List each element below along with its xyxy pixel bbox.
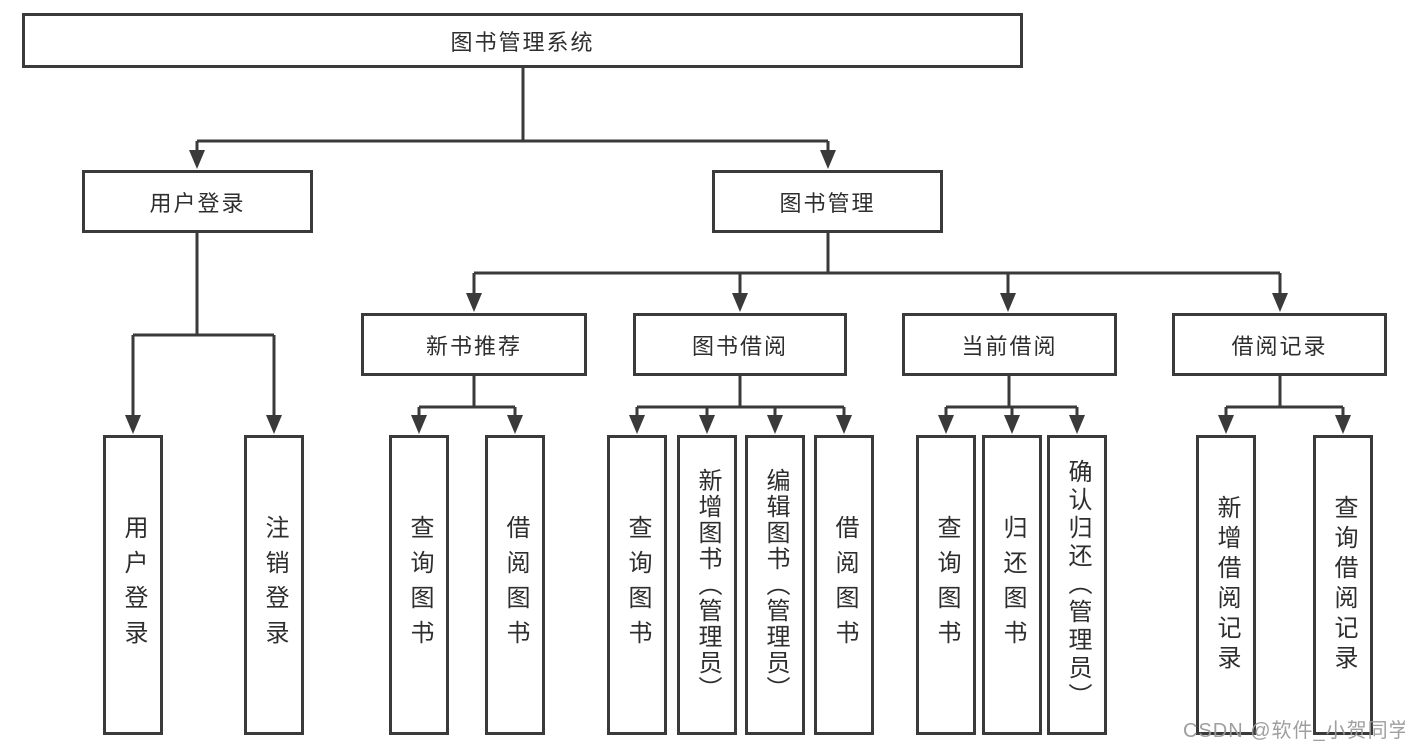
csdn-watermark: CSDN @软件_小贺同学 (1183, 720, 1405, 742)
leaf-query-books-borrowing: 查询图书 (607, 435, 667, 735)
node-current-borrowing: 当前借阅 (902, 313, 1117, 376)
leaf-logout: 注销登录 (244, 435, 304, 735)
node-new-book-recommendation: 新书推荐 (361, 313, 587, 376)
leaf-label: 确认归还（管理员） (1064, 459, 1091, 711)
leaf-borrow-books-recommend: 借阅图书 (485, 435, 545, 735)
leaf-query-books-current: 查询图书 (916, 435, 976, 735)
leaf-edit-books-admin: 编辑图书（管理员） (745, 435, 805, 735)
leaf-label: 用户登录 (120, 515, 147, 655)
leaf-label: 新增图书（管理员） (694, 468, 721, 702)
leaf-query-borrow-record: 查询借阅记录 (1313, 435, 1373, 735)
node-library-management-system: 图书管理系统 (22, 13, 1023, 68)
leaf-label: 归还图书 (999, 515, 1026, 655)
leaf-return-books: 归还图书 (982, 435, 1042, 735)
node-borrowing-records: 借阅记录 (1172, 313, 1387, 376)
node-user-login: 用户登录 (82, 170, 313, 233)
leaf-label: 查询借阅记录 (1330, 495, 1357, 675)
node-book-management: 图书管理 (712, 170, 943, 233)
leaf-add-borrow-record: 新增借阅记录 (1196, 435, 1256, 735)
leaf-label: 借阅图书 (502, 515, 529, 655)
leaf-label: 查询图书 (406, 515, 433, 655)
leaf-borrow-books-borrowing: 借阅图书 (814, 435, 874, 735)
leaf-label: 借阅图书 (831, 515, 858, 655)
leaf-user-login: 用户登录 (103, 435, 163, 735)
leaf-query-books-recommend: 查询图书 (389, 435, 449, 735)
leaf-confirm-return-admin: 确认归还（管理员） (1047, 435, 1107, 735)
leaf-label: 新增借阅记录 (1213, 495, 1240, 675)
node-book-borrowing: 图书借阅 (633, 313, 847, 376)
leaf-label: 编辑图书（管理员） (762, 468, 789, 702)
leaf-label: 注销登录 (261, 515, 288, 655)
arrowheads (125, 150, 1351, 434)
leaf-add-books-admin: 新增图书（管理员） (677, 435, 737, 735)
leaf-label: 查询图书 (624, 515, 651, 655)
leaf-label: 查询图书 (933, 515, 960, 655)
